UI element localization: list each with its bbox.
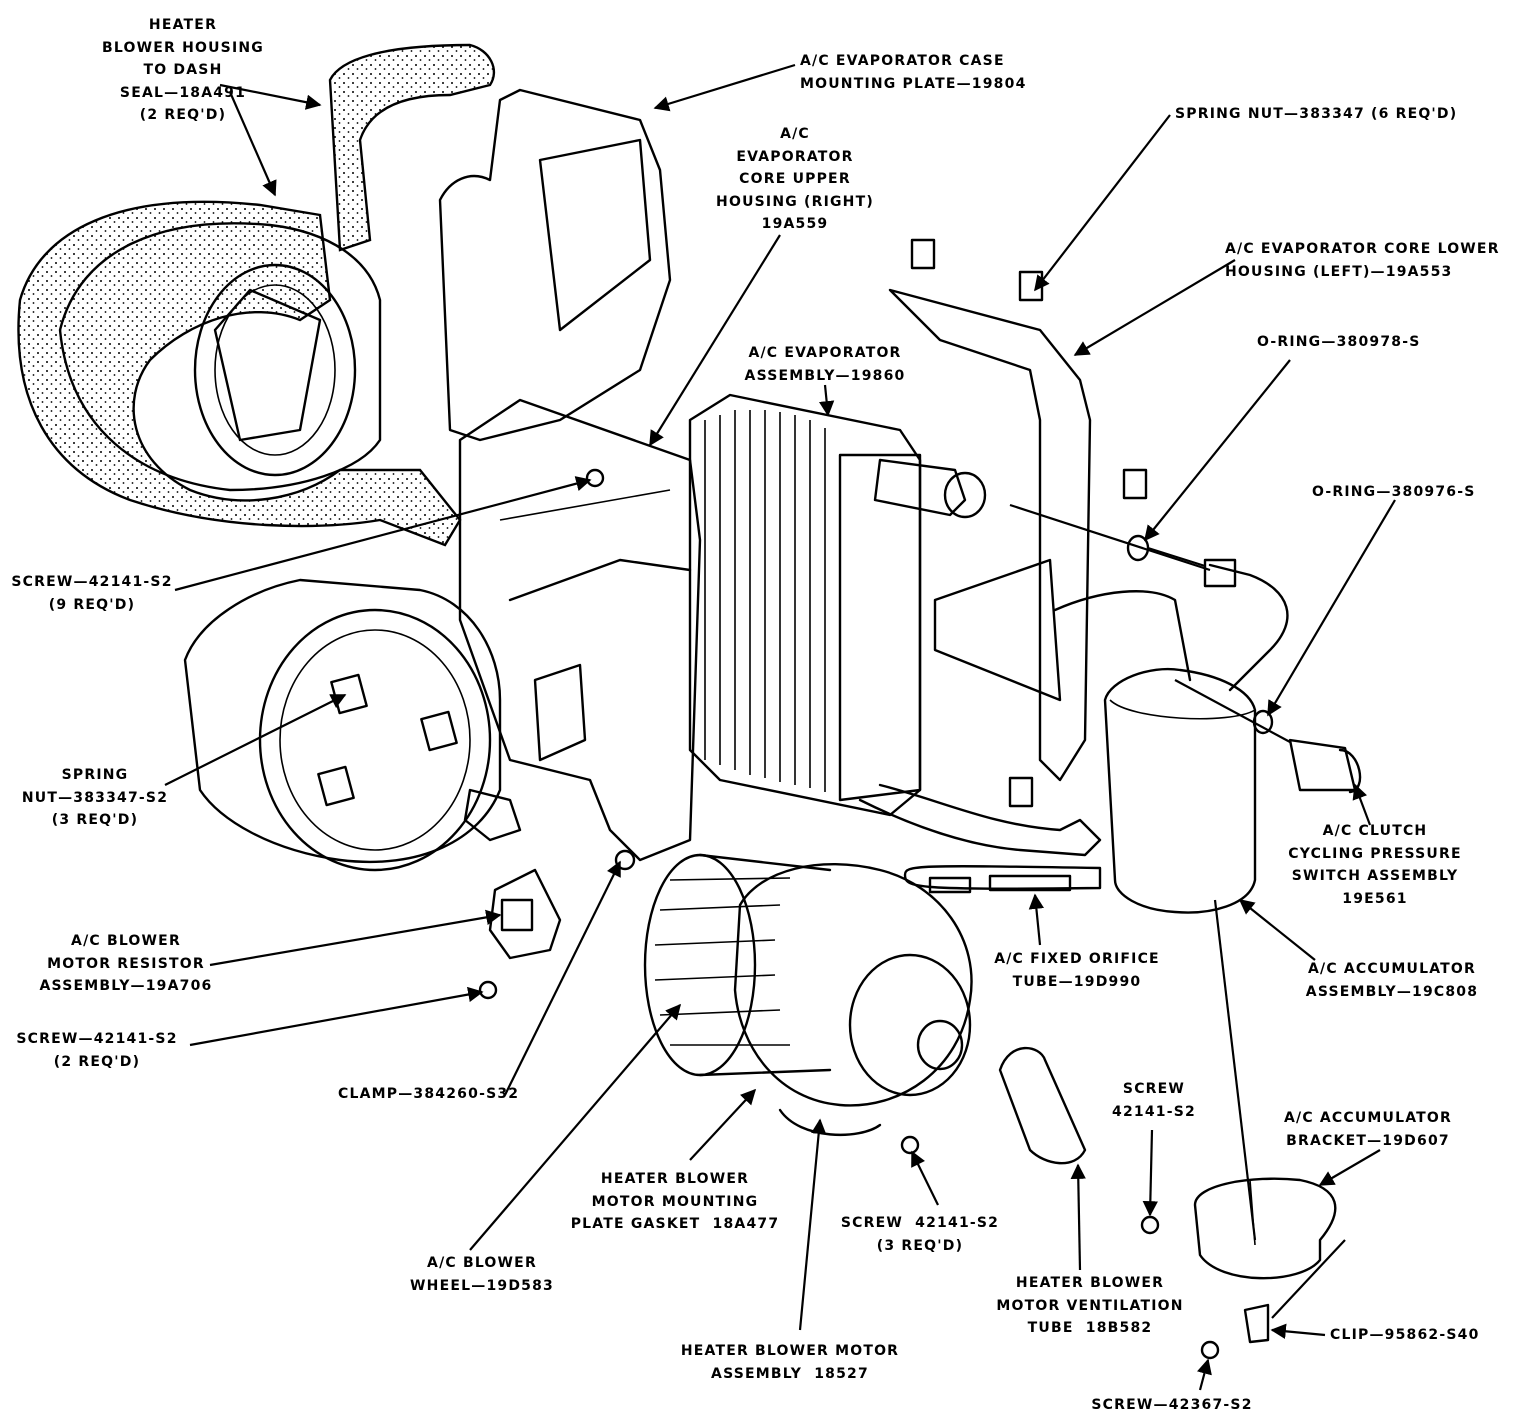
label-screw-9: SCREW—42141-S2 (9 REQ'D) (11, 574, 173, 613)
label-clamp: CLAMP—384260-S32 (338, 1086, 520, 1102)
accumulator-part (1053, 534, 1362, 914)
label-evap-lower-housing: A/C EVAPORATOR CORE LOWER HOUSING (LEFT)… (1225, 241, 1500, 280)
upper-housing-part (458, 398, 702, 862)
label-blower-resistor: A/C BLOWER MOTOR RESISTOR ASSEMBLY—19A70… (39, 933, 213, 994)
label-heater-seal: HEATER BLOWER HOUSING TO DASH SEAL—18A49… (102, 17, 264, 123)
label-spring-nut-6: SPRING NUT—383347 (6 REQ'D) (1175, 106, 1458, 122)
label-evap-case-plate: A/C EVAPORATOR CASE MOUNTING PLATE—19804 (800, 53, 1027, 92)
leader-lines (164, 63, 1396, 1391)
resistor-part (488, 868, 562, 960)
label-screw-single: SCREW 42141-S2 (1112, 1081, 1196, 1120)
blower-motor-part (733, 863, 1087, 1165)
blower-housing-upper (58, 88, 672, 492)
lower-housing-part (888, 238, 1148, 808)
label-oring-2: O-RING—380976-S (1312, 484, 1476, 500)
label-clutch-switch: A/C CLUTCH CYCLING PRESSURE SWITCH ASSEM… (1288, 823, 1462, 907)
label-clip: CLIP—95862-S40 (1330, 1327, 1480, 1343)
label-evap-upper-housing: A/C EVAPORATOR CORE UPPER HOUSING (RIGHT… (716, 126, 874, 232)
label-screw-2: SCREW—42141-S2 (2 REQ'D) (16, 1031, 178, 1070)
accumulator-bracket-part (1193, 1177, 1337, 1344)
label-blower-motor: HEATER BLOWER MOTOR ASSEMBLY 18527 (680, 1343, 900, 1382)
label-blower-wheel: A/C BLOWER WHEEL—19D583 (410, 1255, 554, 1294)
label-spring-nut-3: SPRING NUT—383347-S2 (3 REQ'D) (21, 767, 169, 828)
blower-scroll-lower (183, 578, 522, 872)
evaporator-core-part (688, 393, 1102, 857)
label-ventilation-tube: HEATER BLOWER MOTOR VENTILATION TUBE 18B… (996, 1275, 1184, 1336)
label-mounting-gasket: HEATER BLOWER MOTOR MOUNTING PLATE GASKE… (570, 1171, 780, 1232)
label-evap-assembly: A/C EVAPORATOR ASSEMBLY—19860 (744, 345, 906, 384)
label-accumulator: A/C ACCUMULATOR ASSEMBLY—19C808 (1305, 961, 1479, 1000)
label-oring-1: O-RING—380978-S (1257, 334, 1421, 350)
label-screw-3: SCREW 42141-S2 (3 REQ'D) (840, 1215, 1000, 1254)
label-screw-bottom: SCREW—42367-S2 (1091, 1397, 1253, 1413)
label-accumulator-bracket: A/C ACCUMULATOR BRACKET—19D607 (1283, 1110, 1453, 1149)
label-fixed-orifice: A/C FIXED ORIFICE TUBE—19D990 (994, 951, 1160, 990)
dash-seal-part (17, 43, 496, 547)
orifice-tube-part (903, 865, 1102, 894)
